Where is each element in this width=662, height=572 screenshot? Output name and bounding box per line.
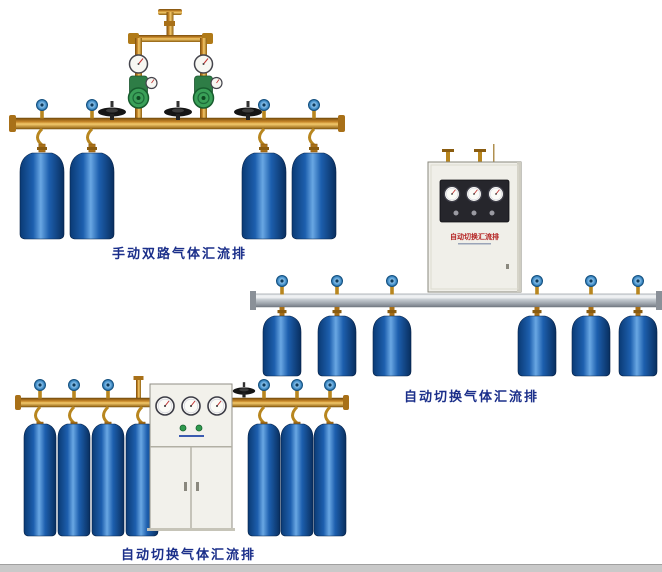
pressure-gauge <box>155 396 175 416</box>
cylinder-neck <box>277 307 287 316</box>
gas-cylinder <box>313 423 347 537</box>
gas-cylinder <box>247 423 281 537</box>
gas-cylinder <box>91 423 125 537</box>
gas-cylinder <box>618 315 658 377</box>
green-indicator <box>179 424 187 432</box>
pressure-gauge <box>487 185 505 203</box>
gas-cylinder <box>69 152 115 240</box>
cylinder-connection-tail <box>85 127 99 154</box>
cylinder-valve-knob <box>291 379 303 399</box>
door-handle <box>196 482 199 491</box>
cabinet-label-line <box>179 435 204 437</box>
auto-switch-cabinet-illustration <box>15 376 349 537</box>
cylinder-valve-knob <box>102 379 114 399</box>
cylinder-valve-knob <box>276 275 288 295</box>
caption-auto-switch-manifold: 自动切换气体汇流排 <box>404 389 540 404</box>
panel-knob <box>489 210 495 216</box>
cabinet-base <box>147 528 235 531</box>
gas-cylinder <box>517 315 557 377</box>
control-cabinet: 自动切换汇流排 <box>427 144 522 293</box>
gas-cylinder <box>19 152 65 240</box>
cylinder-connection-tail <box>35 127 49 154</box>
manual-dual-manifold-illustration <box>9 9 345 240</box>
panel-knob <box>471 210 477 216</box>
gas-cylinder <box>23 423 57 537</box>
pressure-gauge <box>443 185 461 203</box>
valve-handwheel <box>232 382 256 398</box>
steel-manifold-pipe <box>250 291 662 310</box>
cylinder-valve-knob <box>386 275 398 295</box>
valve-handwheel <box>98 101 126 120</box>
pressure-gauge <box>207 396 227 416</box>
auto-switch-manifold-illustration: 自动切换汇流排 <box>250 144 662 377</box>
bottom-border <box>0 564 662 572</box>
switch-cabinet <box>147 383 235 531</box>
door-handle <box>184 482 187 491</box>
cabinet-label: 自动切换汇流排 <box>450 232 499 241</box>
cylinder-valve-knob <box>531 275 543 295</box>
pressure-regulator <box>192 54 223 109</box>
gas-cylinder <box>372 315 412 377</box>
cylinder-valve-knob <box>86 99 98 119</box>
valve-handwheel <box>234 101 262 120</box>
riser-stub-pipe <box>133 376 144 400</box>
caption-manual-dual-manifold: 手动双路气体汇流排 <box>112 246 248 261</box>
cylinder-valve-knob <box>68 379 80 399</box>
cylinder-valve-knob <box>324 379 336 399</box>
gas-cylinder <box>57 423 91 537</box>
cylinder-neck <box>532 307 542 316</box>
cabinet-lock <box>506 264 509 269</box>
cylinder-valve-knob <box>36 99 48 119</box>
cylinder-valve-knob <box>258 379 270 399</box>
cylinder-valve-knob <box>258 99 270 119</box>
pressure-gauge <box>465 185 483 203</box>
cylinder-neck <box>633 307 643 316</box>
green-indicator <box>195 424 203 432</box>
cylinder-valve-knob <box>34 379 46 399</box>
pressure-gauge <box>181 396 201 416</box>
cabinet-sublabel-line <box>458 243 491 245</box>
cylinder-valve-knob <box>585 275 597 295</box>
cylinder-valve-knob <box>308 99 320 119</box>
pressure-regulator <box>127 54 158 109</box>
gas-cylinder <box>317 315 357 377</box>
cylinder-neck <box>586 307 596 316</box>
caption-auto-switch-cabinet: 自动切换气体汇流排 <box>121 547 257 562</box>
panel-knob <box>453 210 459 216</box>
cylinder-neck <box>332 307 342 316</box>
cylinder-valve-knob <box>632 275 644 295</box>
cylinder-neck <box>387 307 397 316</box>
gas-cylinder <box>571 315 611 377</box>
door-seam <box>190 447 192 530</box>
cylinder-valve-knob <box>331 275 343 295</box>
gas-cylinder <box>262 315 302 377</box>
valve-handwheel <box>164 101 192 120</box>
gas-cylinder <box>280 423 314 537</box>
